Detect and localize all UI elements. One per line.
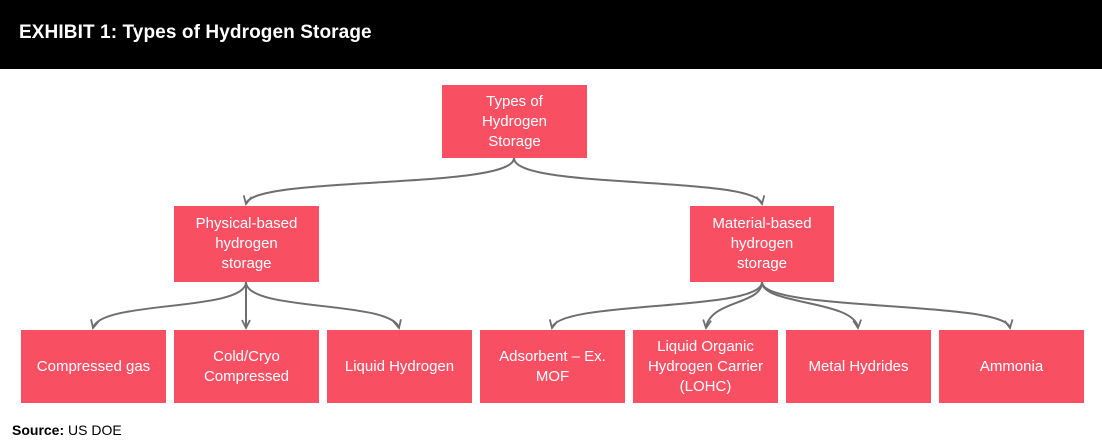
node-cold-cryo-compressed: Cold/Cryo Compressed bbox=[174, 330, 319, 403]
node-liquid-hydrogen: Liquid Hydrogen bbox=[327, 330, 472, 403]
source-label: Source: bbox=[12, 422, 65, 438]
connector-physical-compressed bbox=[93, 281, 247, 328]
connector-material-lohc bbox=[706, 281, 763, 328]
node-ammonia: Ammonia bbox=[939, 330, 1084, 403]
connector-physical-liquid bbox=[245, 281, 399, 328]
exhibit-title: EXHIBIT 1: Types of Hydrogen Storage bbox=[19, 22, 372, 43]
node-lohc: Liquid Organic Hydrogen Carrier (LOHC) bbox=[633, 330, 778, 403]
connector-root-material bbox=[513, 157, 762, 204]
source-note: Source: US DOE bbox=[12, 422, 122, 438]
connector-material-ammonia bbox=[761, 281, 1010, 328]
connector-root-physical bbox=[246, 157, 515, 204]
node-material-based-storage: Material-based hydrogen storage bbox=[690, 206, 834, 282]
connector-material-adsorbent bbox=[552, 281, 763, 328]
node-adsorbent-mof: Adsorbent – Ex. MOF bbox=[480, 330, 625, 403]
source-text: US DOE bbox=[68, 422, 122, 438]
connector-material-hydrides bbox=[761, 281, 858, 328]
node-types-of-hydrogen-storage: Types of Hydrogen Storage bbox=[442, 85, 587, 158]
exhibit-header: EXHIBIT 1: Types of Hydrogen Storage bbox=[0, 0, 1102, 69]
node-physical-based-storage: Physical-based hydrogen storage bbox=[174, 206, 319, 282]
node-compressed-gas: Compressed gas bbox=[21, 330, 166, 403]
node-metal-hydrides: Metal Hydrides bbox=[786, 330, 931, 403]
